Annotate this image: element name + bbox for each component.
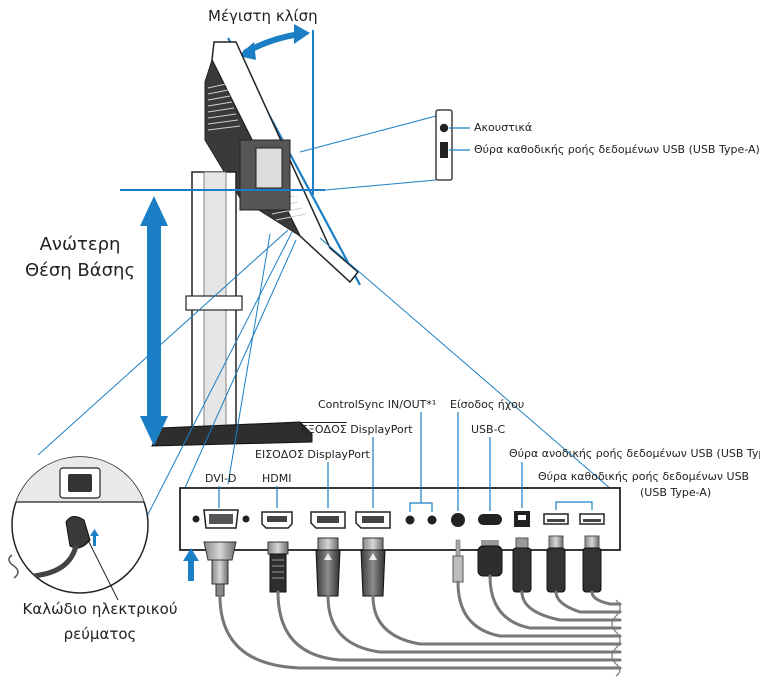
usb-downstream-label-line1: Θύρα καθοδικής ροής δεδομένων USB xyxy=(538,470,750,483)
dvi-plug-icon xyxy=(203,541,237,561)
insert-arrow-icon xyxy=(90,529,99,536)
usb-b-plug-icon xyxy=(512,547,532,593)
usb-a-plug-2-icon xyxy=(582,547,602,593)
usb-downstream-side-label: Θύρα καθοδικής ροής δεδομένων USB (USB T… xyxy=(474,143,760,156)
audio-plug-icon xyxy=(452,555,464,583)
connect-up-arrow-icon xyxy=(183,548,199,561)
tilt-arrow-right-head-icon xyxy=(294,24,310,44)
monitor-side-view xyxy=(204,41,360,284)
rear-port-panel xyxy=(179,487,621,551)
headphone-jack-icon xyxy=(439,123,449,133)
displayport-out-label: ΕΞΟΔΟΣ DisplayPort xyxy=(301,423,413,436)
power-inlet-inset xyxy=(8,456,149,601)
power-cable-label-line2: ρεύματος xyxy=(63,625,137,643)
displayport-in-label: ΕΙΣΟΔΟΣ DisplayPort xyxy=(255,448,370,461)
displayport-out-suffix: DisplayPort xyxy=(346,423,413,436)
displayport-out-prefix: ΕΞΟΔΟΣ xyxy=(301,423,347,436)
power-cable-label-line1: Καλώδιο ηλεκτρικού xyxy=(22,600,178,618)
cable-holder xyxy=(185,295,243,311)
usb-a-side-port-icon xyxy=(440,142,448,158)
height-adjust-arrow-icon xyxy=(140,196,168,446)
inset-leader-line xyxy=(324,179,437,191)
monitor-stand xyxy=(151,171,313,447)
displayport-plug-1-icon xyxy=(315,549,341,597)
upper-stand-label-line1: Ανώτερη xyxy=(39,234,121,255)
displayport-plug-2-icon xyxy=(360,549,386,597)
upper-stand-label-line2: Θέση Βάσης xyxy=(24,260,136,281)
audio-in-port-icon xyxy=(451,513,465,527)
hdmi-label: HDMI xyxy=(262,472,292,485)
controlsync-label: ControlSync IN/OUT*¹ xyxy=(318,398,437,411)
usb-c-label: USB-C xyxy=(471,423,506,436)
max-tilt-label: Μέγιστη κλίση xyxy=(208,7,318,25)
usb-downstream-label-line2: (USB Type-A) xyxy=(640,486,712,499)
audio-in-label: Είσοδος ήχου xyxy=(450,398,525,411)
side-port-panel xyxy=(255,147,283,189)
dvi-d-port-icon xyxy=(192,509,250,529)
usb-c-plug-icon xyxy=(477,545,503,577)
side-port-inset xyxy=(435,109,470,181)
stand-base xyxy=(151,421,313,447)
usb-a-plug-1-icon xyxy=(546,547,566,593)
dvi-d-label: DVI-D xyxy=(205,472,237,485)
port-label-leaders xyxy=(218,412,593,512)
controlsync-in-port-icon xyxy=(405,515,415,525)
headphones-label: Ακουστικά xyxy=(474,121,533,134)
cables xyxy=(203,535,622,677)
leader-lines xyxy=(37,229,613,531)
usb-upstream-label: Θύρα ανοδικής ροής δεδομένων USB (USB Ty… xyxy=(509,447,760,460)
controlsync-out-port-icon xyxy=(427,515,437,525)
usb-c-port-icon xyxy=(478,514,502,525)
